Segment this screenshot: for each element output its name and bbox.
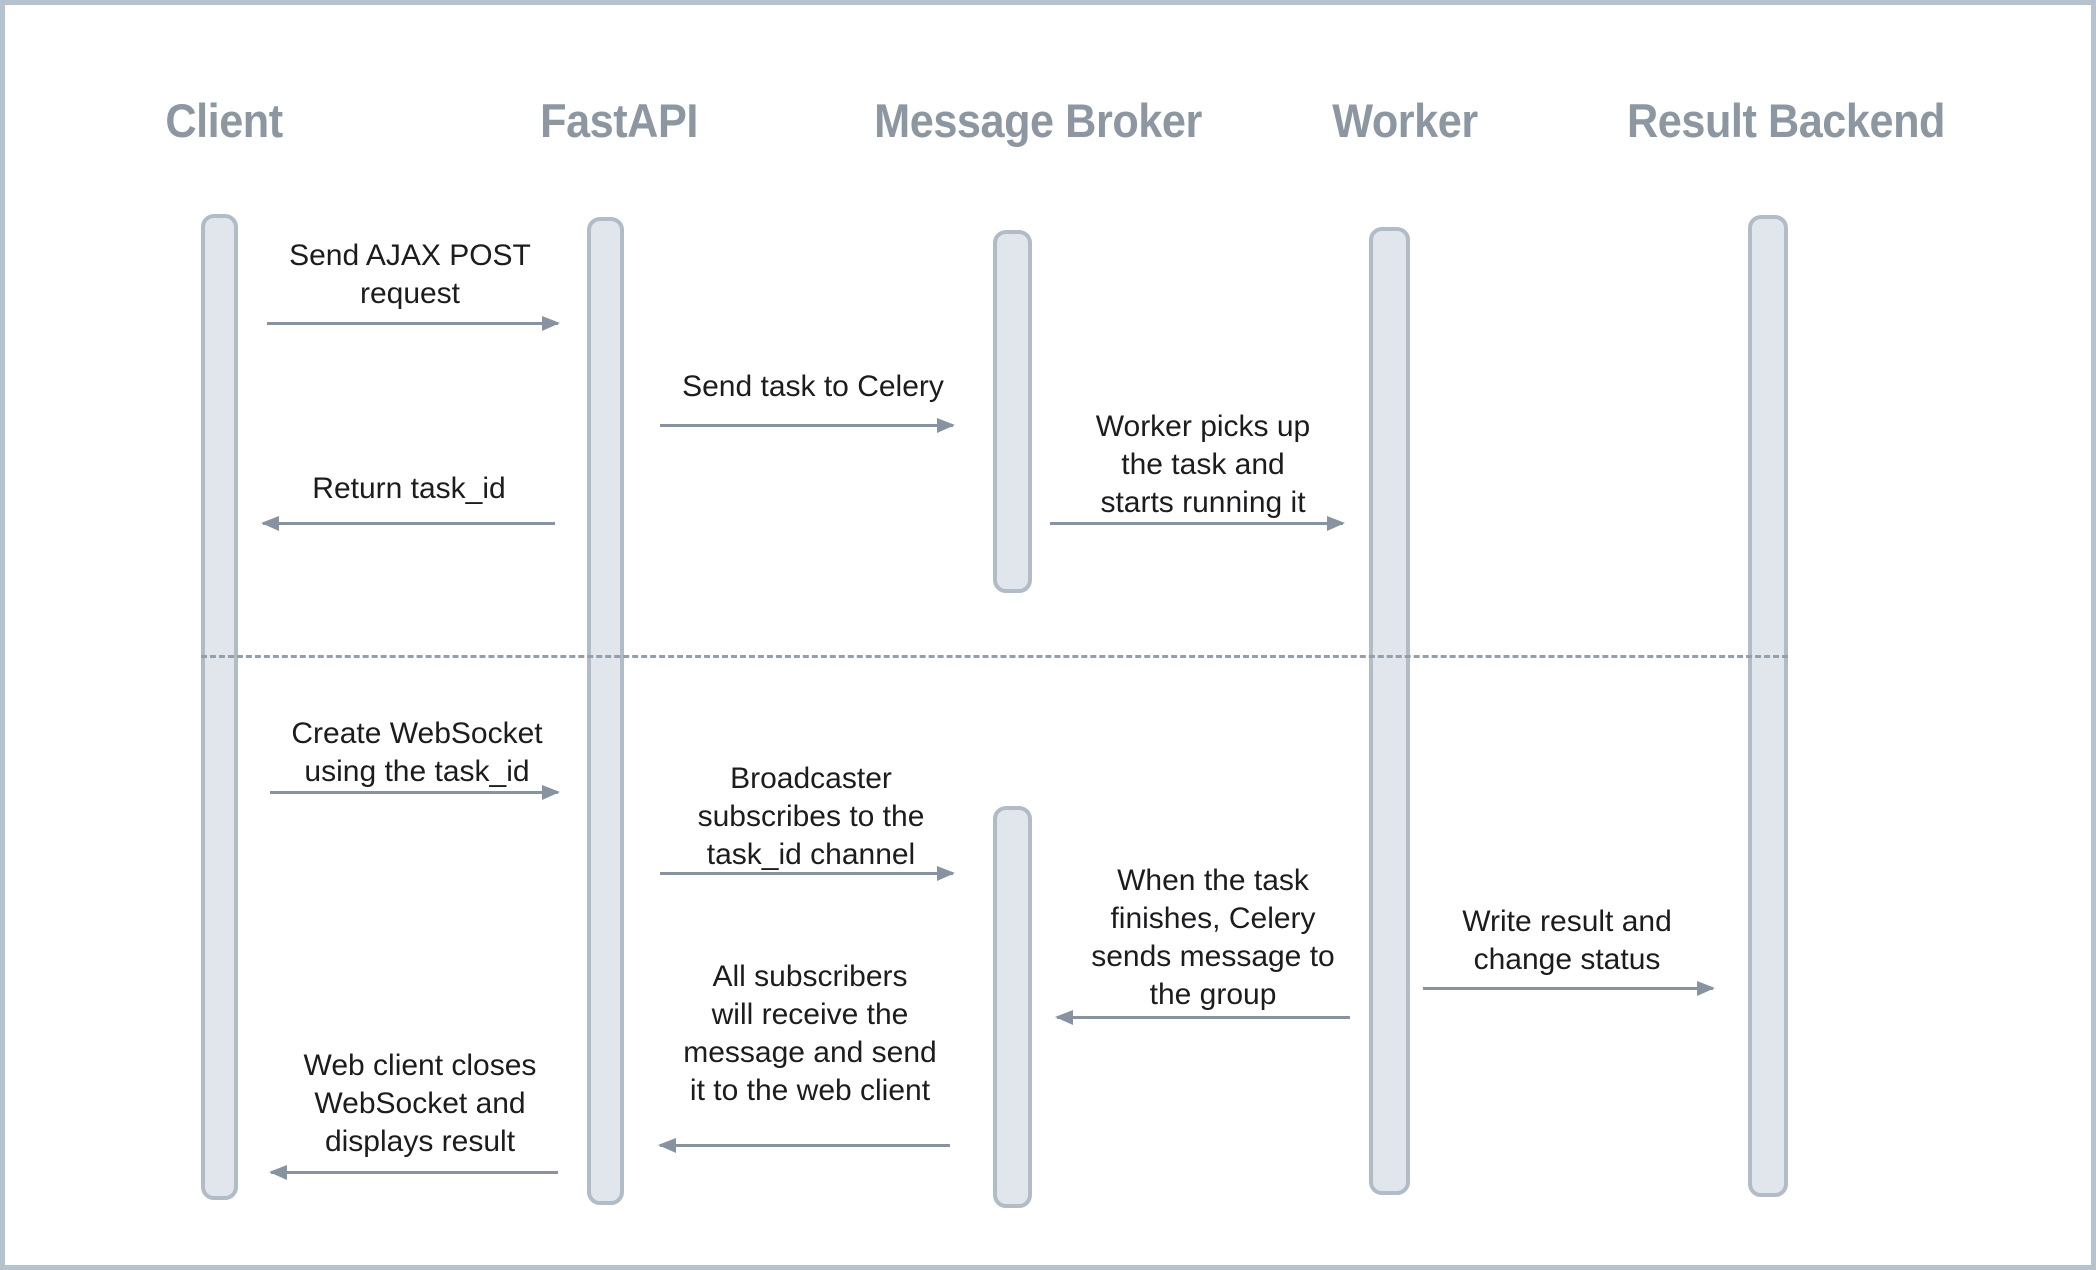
message-label: Web client closes WebSocket and displays… xyxy=(303,1049,537,1158)
message-label: Worker picks up the task and starts runn… xyxy=(1095,410,1311,519)
message-arrow-left xyxy=(261,516,555,531)
message-label: Broadcaster subscribes to the task_id ch… xyxy=(697,762,925,871)
message-arrow-right xyxy=(660,866,955,881)
message-label: Send task to Celery xyxy=(682,370,944,403)
actor-label-client: Client xyxy=(165,94,283,147)
message-arrow-right xyxy=(267,316,560,331)
lifeline-result-backend xyxy=(1748,215,1788,1197)
message-label: Write result and change status xyxy=(1462,905,1672,976)
message-arrow-left xyxy=(1055,1010,1350,1025)
lifeline-message-broker-1 xyxy=(993,230,1032,593)
message-arrow-right xyxy=(660,418,955,433)
message-label: Send AJAX POST request xyxy=(289,239,531,310)
lifeline-client xyxy=(201,214,238,1200)
actor-label-message-broker: Message Broker xyxy=(874,94,1202,147)
phase-divider-line xyxy=(201,655,1788,658)
message-arrow-left xyxy=(658,1138,950,1153)
message-label: Return task_id xyxy=(312,472,506,505)
actor-label-worker: Worker xyxy=(1332,94,1478,147)
actor-label-fastapi: FastAPI xyxy=(540,94,698,147)
message-arrow-right xyxy=(1050,516,1345,531)
actor-label-result-backend: Result Backend xyxy=(1627,94,1945,147)
lifeline-fastapi xyxy=(587,217,624,1205)
lifeline-worker xyxy=(1369,227,1410,1195)
message-arrow-right xyxy=(1423,981,1715,996)
message-arrow-right xyxy=(270,785,560,800)
message-label: Create WebSocket using the task_id xyxy=(291,717,543,788)
message-label: All subscribers will receive the message… xyxy=(683,960,937,1107)
message-label: When the task finishes, Celery sends mes… xyxy=(1091,864,1335,1011)
lifeline-message-broker-2 xyxy=(993,806,1032,1208)
message-arrow-left xyxy=(269,1165,558,1180)
